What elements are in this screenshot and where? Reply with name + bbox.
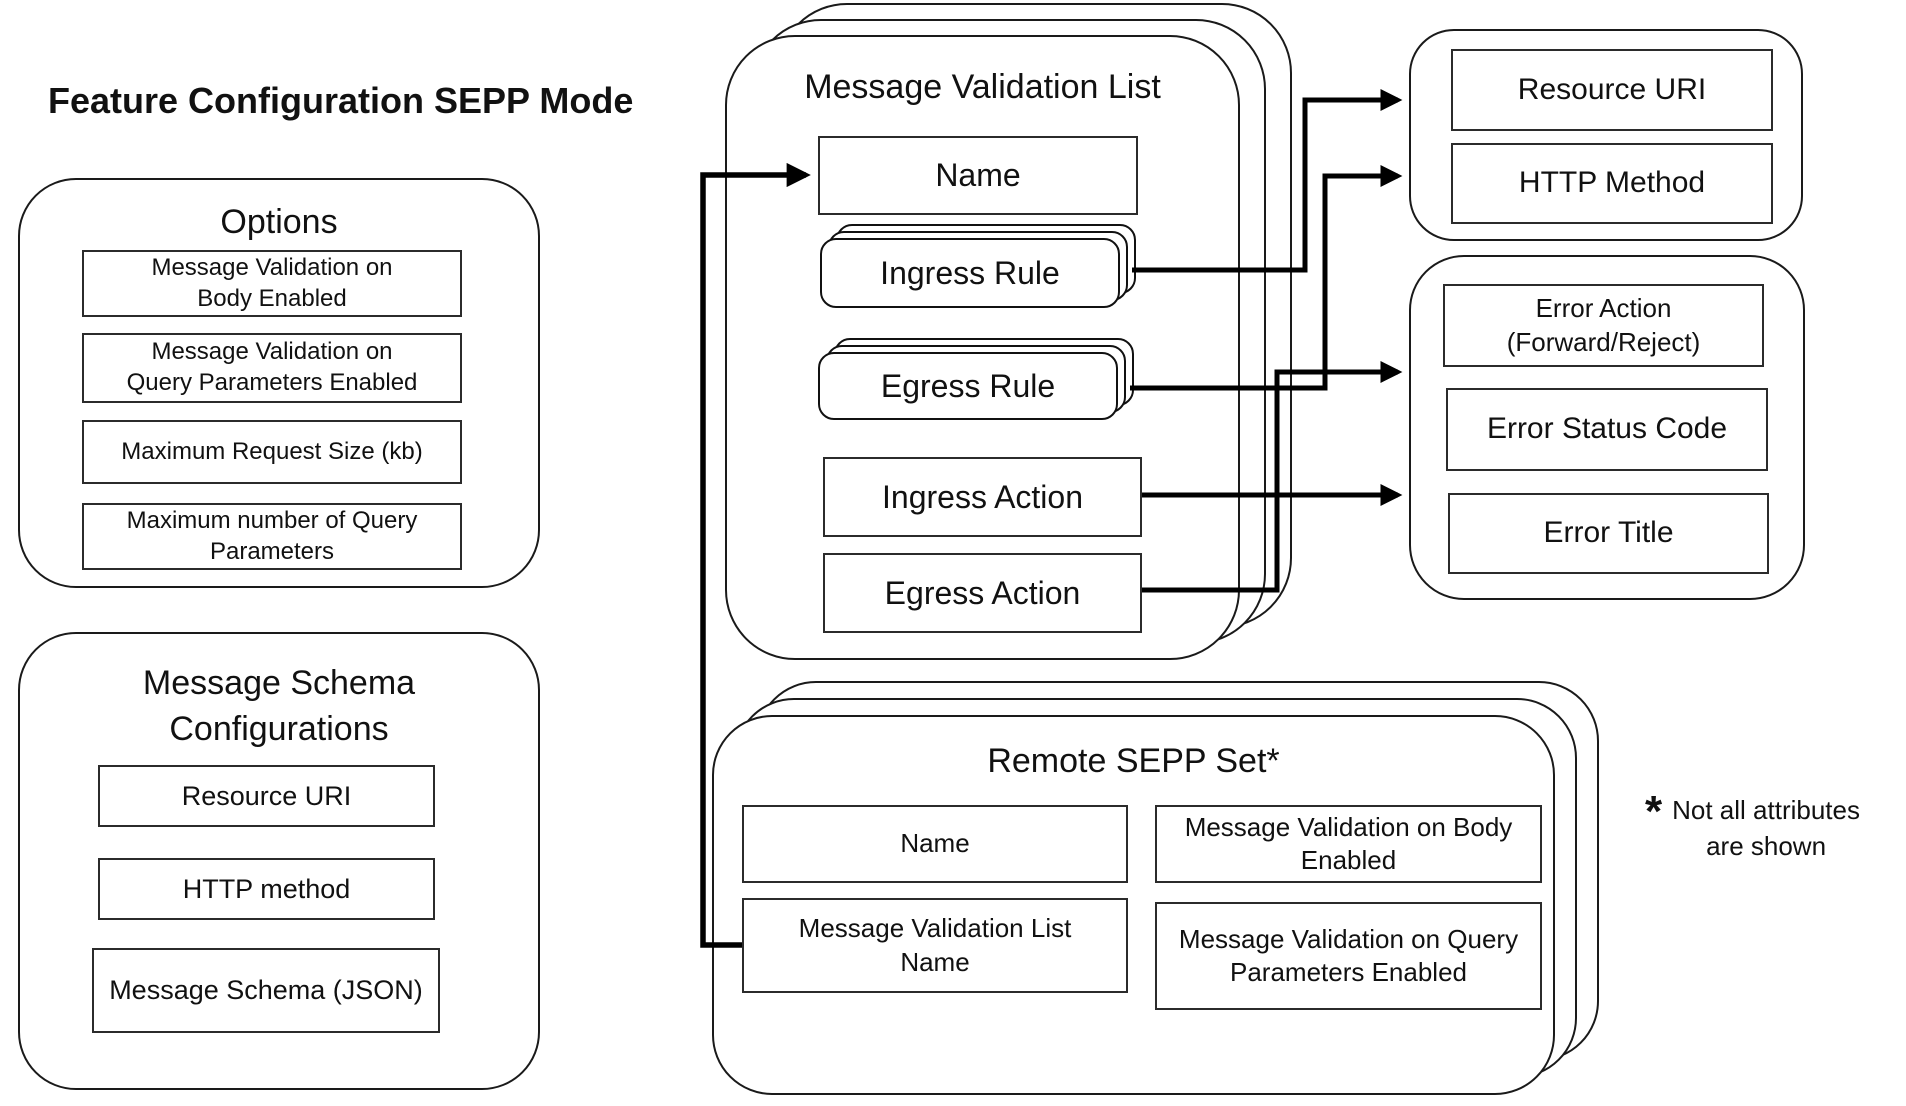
message-schema-title: Message Schema Configurations <box>142 664 416 748</box>
error-title-box: Error Title <box>1448 493 1769 574</box>
options-item-max-query-params: Maximum number of Query Parameters <box>82 503 462 570</box>
error-action-box: Error Action (Forward/Reject) <box>1443 284 1764 367</box>
diagram-title: Feature Configuration SEPP Mode <box>48 80 634 121</box>
mvl-name-box: Name <box>818 136 1138 215</box>
rule-resource-uri-box: Resource URI <box>1451 49 1773 131</box>
egress-action-box: Egress Action <box>823 553 1142 633</box>
rss-name-box: Name <box>742 805 1128 883</box>
footnote: * Not all attributes are shown <box>1645 787 1860 864</box>
schema-item-resource-uri: Resource URI <box>98 765 435 827</box>
rss-mvl-name-box: Message Validation List Name <box>742 898 1128 993</box>
asterisk-marker: * <box>1645 787 1663 836</box>
error-status-code-box: Error Status Code <box>1446 388 1768 471</box>
remote-sepp-set-title: Remote SEPP Set* <box>987 742 1280 780</box>
schema-item-http-method: HTTP method <box>98 858 435 920</box>
schema-item-message-schema-json: Message Schema (JSON) <box>92 948 440 1033</box>
options-item-max-request-size: Maximum Request Size (kb) <box>82 420 462 484</box>
rule-http-method-box: HTTP Method <box>1451 143 1773 224</box>
options-item-query-validation: Message Validation on Query Parameters E… <box>82 333 462 403</box>
rss-query-validation-box: Message Validation on Query Parameters E… <box>1155 902 1542 1010</box>
options-item-body-validation: Message Validation on Body Enabled <box>82 250 462 317</box>
options-title: Options <box>220 203 338 241</box>
message-validation-list-title: Message Validation List <box>804 68 1161 106</box>
egress-rule-box: Egress Rule <box>818 352 1118 420</box>
rss-body-validation-box: Message Validation on Body Enabled <box>1155 805 1542 883</box>
ingress-action-box: Ingress Action <box>823 457 1142 537</box>
ingress-rule-box: Ingress Rule <box>820 238 1120 308</box>
footnote-text: Not all attributes are shown <box>1672 795 1860 861</box>
